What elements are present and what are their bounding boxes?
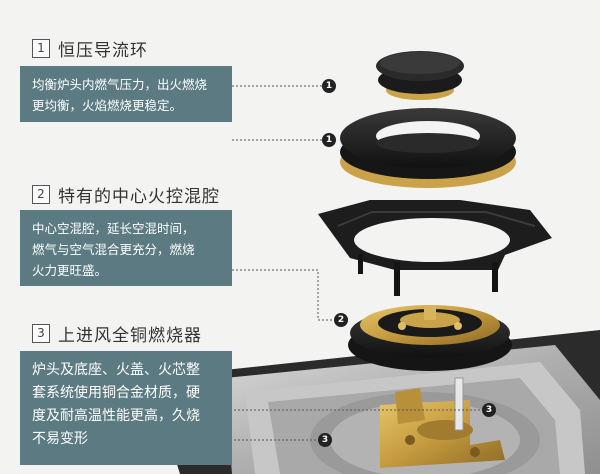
callout-marker-3a: 3 — [482, 403, 496, 417]
section-1-heading: 1 恒压导流环 — [32, 36, 148, 61]
section-3-line: 炉头及底座、火盖、火芯整 — [32, 362, 200, 378]
section-3-title: 上进风全铜燃烧器 — [58, 326, 202, 346]
leader-lines — [230, 85, 482, 441]
section-1-number: 1 — [32, 39, 50, 58]
section-3-line: 不易变形 — [32, 431, 88, 447]
fire-cap — [376, 51, 464, 100]
brass-base-burner — [380, 377, 505, 468]
section-1-line: 更均衡，火焰燃烧更稳定。 — [32, 98, 183, 113]
section-2-title: 特有的中心火控混腔 — [58, 187, 220, 207]
callout-marker-2: 2 — [334, 313, 348, 327]
section-2-line: 燃气与空气混合更充分，燃烧 — [32, 242, 195, 257]
section-3-heading: 3 上进风全铜燃烧器 — [32, 321, 202, 346]
section-2-line: 火力更旺盛。 — [32, 263, 108, 278]
section-3-number: 3 — [32, 324, 50, 343]
section-1-line: 均衡炉头内燃气压力，出火燃烧 — [32, 77, 208, 92]
section-3-line: 套系统使用铜合金材质，硬 — [32, 385, 200, 401]
section-1-description: 均衡炉头内燃气压力，出火燃烧 更均衡，火焰燃烧更稳定。 — [20, 66, 232, 122]
section-3-description: 炉头及底座、火盖、火芯整 套系统使用铜合金材质，硬 度及耐高温性能更高，久烧 不… — [20, 351, 232, 465]
section-1-title: 恒压导流环 — [58, 41, 148, 61]
section-3-line: 度及耐高温性能更高，久烧 — [32, 408, 200, 424]
flow-ring — [340, 108, 516, 188]
section-2-heading: 2 特有的中心火控混腔 — [32, 182, 220, 207]
section-2-line: 中心空混腔，延长空混时间， — [32, 221, 195, 236]
pan-support — [318, 200, 552, 296]
callout-marker-3b: 3 — [318, 433, 332, 447]
section-2-number: 2 — [32, 185, 50, 204]
callout-marker-1a: 1 — [322, 79, 336, 93]
callout-marker-1b: 1 — [322, 133, 336, 147]
section-2-description: 中心空混腔，延长空混时间， 燃气与空气混合更充分，燃烧 火力更旺盛。 — [20, 210, 232, 286]
mixing-chamber-burner — [348, 305, 512, 371]
